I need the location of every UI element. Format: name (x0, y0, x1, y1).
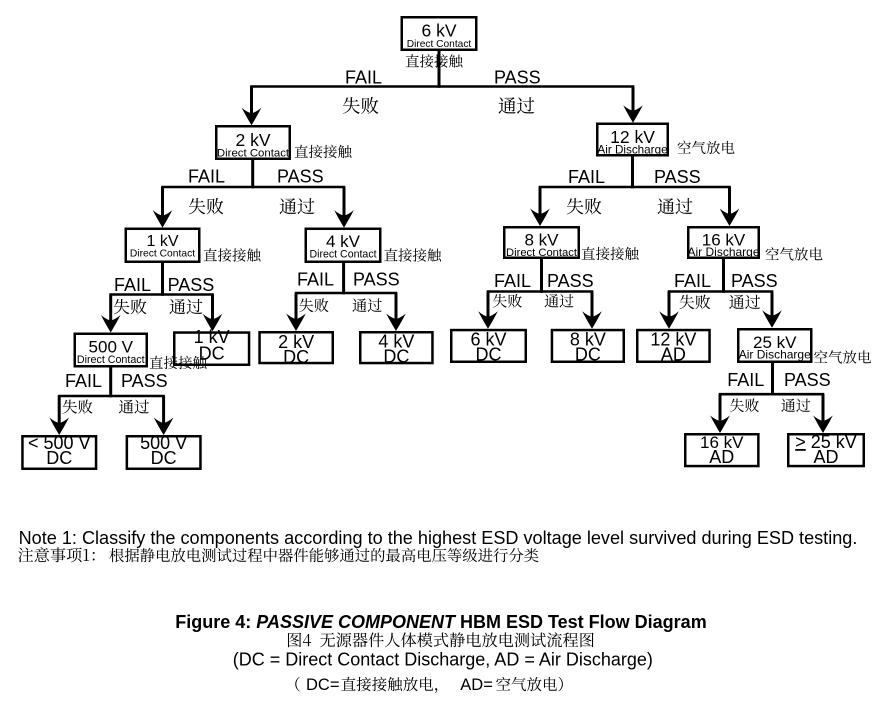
svg-text:PASS: PASS (784, 370, 831, 390)
svg-text:12 kV: 12 kV (650, 329, 696, 349)
svg-text:FAIL: FAIL (568, 167, 605, 187)
svg-text:4 kV: 4 kV (326, 232, 361, 251)
svg-text:(DC = Direct Contact Discharge: (DC = Direct Contact Discharge, AD = Air… (233, 650, 653, 670)
svg-text:Direct Contact: Direct Contact (217, 147, 290, 159)
svg-text:FAIL: FAIL (494, 271, 531, 291)
svg-text:500 V: 500 V (140, 433, 187, 453)
svg-text:DC: DC (476, 344, 502, 364)
svg-text:FAIL: FAIL (345, 68, 382, 88)
svg-text:> 25 kV: > 25 kV (795, 432, 857, 452)
svg-text:FAIL: FAIL (65, 371, 102, 391)
svg-text:Air Discharge: Air Discharge (687, 245, 759, 259)
svg-text:FAIL: FAIL (297, 270, 334, 290)
svg-text:Air Discharge: Air Discharge (739, 347, 811, 361)
svg-text:12 kV: 12 kV (610, 127, 655, 147)
svg-text:2 kV: 2 kV (278, 332, 314, 352)
svg-text:6 kV: 6 kV (470, 329, 506, 349)
svg-text:Air Discharge: Air Discharge (597, 143, 667, 156)
svg-text:DC: DC (46, 448, 72, 468)
svg-text:8 kV: 8 kV (570, 329, 606, 349)
svg-text:Direct Contact: Direct Contact (407, 39, 472, 50)
svg-text:PASS: PASS (353, 270, 400, 290)
svg-text:25 kV: 25 kV (753, 333, 797, 352)
svg-text:AD: AD (709, 447, 734, 467)
svg-text:Note 1: Classify the componen: Note 1: Classify the components accordin… (19, 528, 858, 548)
svg-text:DC: DC (199, 343, 225, 363)
svg-text:AD: AD (813, 447, 838, 467)
svg-text:8 kV: 8 kV (524, 231, 559, 250)
svg-text:DC=: DC= (306, 676, 339, 694)
svg-text:< 500 V: < 500 V (28, 433, 91, 453)
svg-text:PASS: PASS (277, 167, 324, 187)
svg-text:2 kV: 2 kV (235, 130, 270, 150)
svg-text:16 kV: 16 kV (702, 231, 746, 250)
svg-text:Direct Contact: Direct Contact (130, 248, 195, 259)
svg-text:6 kV: 6 kV (421, 21, 456, 41)
svg-text:FAIL: FAIL (188, 167, 225, 187)
svg-text:16 kV: 16 kV (700, 433, 744, 452)
svg-text:DC: DC (575, 344, 601, 364)
svg-text:AD=: AD= (460, 676, 493, 694)
svg-text:PASS: PASS (731, 271, 778, 291)
svg-text:FAIL: FAIL (114, 275, 151, 295)
svg-text:PASS: PASS (494, 68, 541, 88)
svg-text:Figure 4: PASSIVE COMPONENT HB: Figure 4: PASSIVE COMPONENT HBM ESD Test… (175, 612, 706, 632)
svg-text:Direct Contact: Direct Contact (506, 247, 578, 259)
svg-text:1 kV: 1 kV (194, 327, 230, 347)
svg-text:Direct Contact: Direct Contact (309, 248, 376, 260)
svg-text:DC: DC (383, 347, 409, 367)
svg-text:500 V: 500 V (89, 338, 134, 357)
svg-text:PASS: PASS (547, 271, 594, 291)
svg-text:AD: AD (661, 344, 686, 364)
svg-text:PASS: PASS (654, 167, 701, 187)
svg-text:1 kV: 1 kV (146, 233, 178, 250)
svg-text:PASS: PASS (168, 275, 215, 295)
svg-text:DC: DC (151, 448, 177, 468)
svg-text:FAIL: FAIL (674, 271, 711, 291)
svg-text:DC: DC (283, 347, 309, 367)
svg-text:Direct Contact: Direct Contact (77, 354, 145, 366)
svg-text:PASS: PASS (121, 371, 168, 391)
svg-text:4 kV: 4 kV (378, 332, 414, 352)
svg-text:FAIL: FAIL (727, 370, 764, 390)
